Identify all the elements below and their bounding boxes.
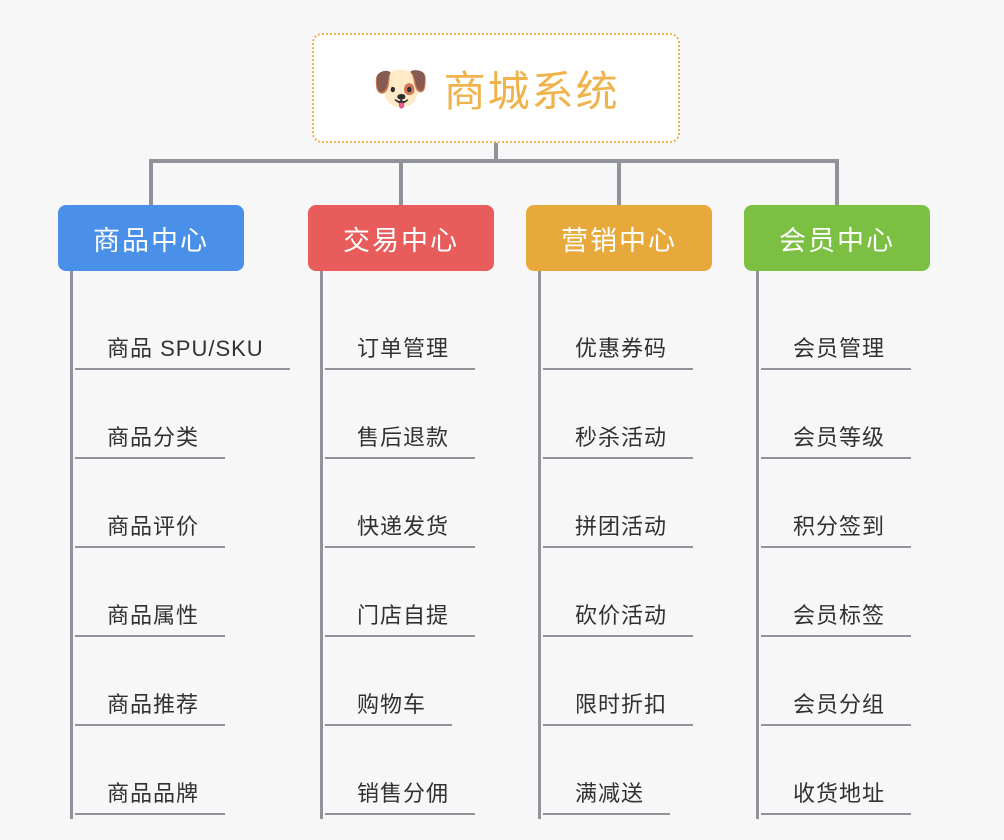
list-item-label: 砍价活动	[575, 603, 668, 628]
branch-column-product-center: 商品中心 商品 SPU/SKU 商品分类 商品评价 商品属性 商品推荐 商品品牌	[58, 205, 290, 819]
branch-header-member-center[interactable]: 会员中心	[744, 205, 930, 271]
list-item[interactable]: 商品推荐	[75, 637, 278, 726]
list-item-label: 商品 SPU/SKU	[107, 336, 264, 361]
connector-drop-4	[835, 159, 839, 207]
list-item[interactable]: 快递发货	[325, 459, 528, 548]
list-item-label: 会员分组	[793, 692, 886, 717]
list-item[interactable]: 会员管理	[761, 281, 964, 370]
list-item[interactable]: 售后退款	[325, 370, 528, 459]
branch-items-marketing-center: 优惠券码 秒杀活动 拼团活动 砍价活动 限时折扣 满减送	[538, 271, 746, 819]
list-item[interactable]: 限时折扣	[543, 637, 746, 726]
list-item-label: 订单管理	[357, 336, 450, 361]
connector-drop-1	[149, 159, 153, 207]
list-item-label: 优惠券码	[575, 336, 668, 361]
connector-drop-2	[399, 159, 403, 207]
list-item-label: 商品评价	[107, 514, 200, 539]
branch-column-member-center: 会员中心 会员管理 会员等级 积分签到 会员标签 会员分组 收货地址	[744, 205, 964, 819]
list-item-label: 积分签到	[793, 514, 886, 539]
connector-root-stem	[494, 143, 498, 163]
list-item-label: 会员管理	[793, 336, 886, 361]
connector-drop-3	[617, 159, 621, 207]
branch-items-member-center: 会员管理 会员等级 积分签到 会员标签 会员分组 收货地址	[756, 271, 964, 819]
list-item[interactable]: 订单管理	[325, 281, 528, 370]
list-item-label: 门店自提	[357, 603, 450, 628]
connector-horizontal-bus	[149, 159, 839, 163]
list-item-label: 商品分类	[107, 425, 200, 450]
list-item[interactable]: 商品品牌	[75, 726, 278, 815]
list-item[interactable]: 会员标签	[761, 548, 964, 637]
list-item-label: 快递发货	[357, 514, 450, 539]
list-item-label: 满减送	[575, 781, 645, 806]
branch-column-trade-center: 交易中心 订单管理 售后退款 快递发货 门店自提 购物车 销售分佣	[308, 205, 528, 819]
branch-items-trade-center: 订单管理 售后退款 快递发货 门店自提 购物车 销售分佣	[320, 271, 528, 819]
list-item-label: 会员等级	[793, 425, 886, 450]
list-item-label: 购物车	[357, 692, 427, 717]
branch-column-marketing-center: 营销中心 优惠券码 秒杀活动 拼团活动 砍价活动 限时折扣 满减送	[526, 205, 746, 819]
list-item[interactable]: 秒杀活动	[543, 370, 746, 459]
branch-header-trade-center[interactable]: 交易中心	[308, 205, 494, 271]
list-item[interactable]: 购物车	[325, 637, 528, 726]
list-item[interactable]: 优惠券码	[543, 281, 746, 370]
list-item-label: 商品推荐	[107, 692, 200, 717]
list-item-label: 商品品牌	[107, 781, 200, 806]
list-item[interactable]: 门店自提	[325, 548, 528, 637]
list-item-label: 会员标签	[793, 603, 886, 628]
list-item[interactable]: 满减送	[543, 726, 746, 815]
list-item[interactable]: 商品评价	[75, 459, 278, 548]
list-item-label: 收货地址	[793, 781, 886, 806]
list-item-label: 商品属性	[107, 603, 200, 628]
list-item[interactable]: 会员分组	[761, 637, 964, 726]
list-item[interactable]: 会员等级	[761, 370, 964, 459]
dog-face-icon: 🐶	[372, 61, 430, 115]
list-item[interactable]: 销售分佣	[325, 726, 528, 815]
list-item-label: 销售分佣	[357, 781, 450, 806]
branch-header-product-center[interactable]: 商品中心	[58, 205, 244, 271]
list-item[interactable]: 商品 SPU/SKU	[75, 281, 290, 370]
root-node[interactable]: 🐶 商城系统	[312, 33, 680, 143]
branch-header-marketing-center[interactable]: 营销中心	[526, 205, 712, 271]
list-item-label: 限时折扣	[575, 692, 668, 717]
branch-items-product-center: 商品 SPU/SKU 商品分类 商品评价 商品属性 商品推荐 商品品牌	[70, 271, 290, 819]
list-item-label: 拼团活动	[575, 514, 668, 539]
list-item[interactable]: 拼团活动	[543, 459, 746, 548]
list-item-label: 秒杀活动	[575, 425, 668, 450]
list-item-label: 售后退款	[357, 425, 450, 450]
list-item[interactable]: 收货地址	[761, 726, 964, 815]
list-item[interactable]: 商品属性	[75, 548, 278, 637]
list-item[interactable]: 积分签到	[761, 459, 964, 548]
list-item[interactable]: 商品分类	[75, 370, 278, 459]
root-node-title: 商城系统	[443, 67, 620, 115]
list-item[interactable]: 砍价活动	[543, 548, 746, 637]
